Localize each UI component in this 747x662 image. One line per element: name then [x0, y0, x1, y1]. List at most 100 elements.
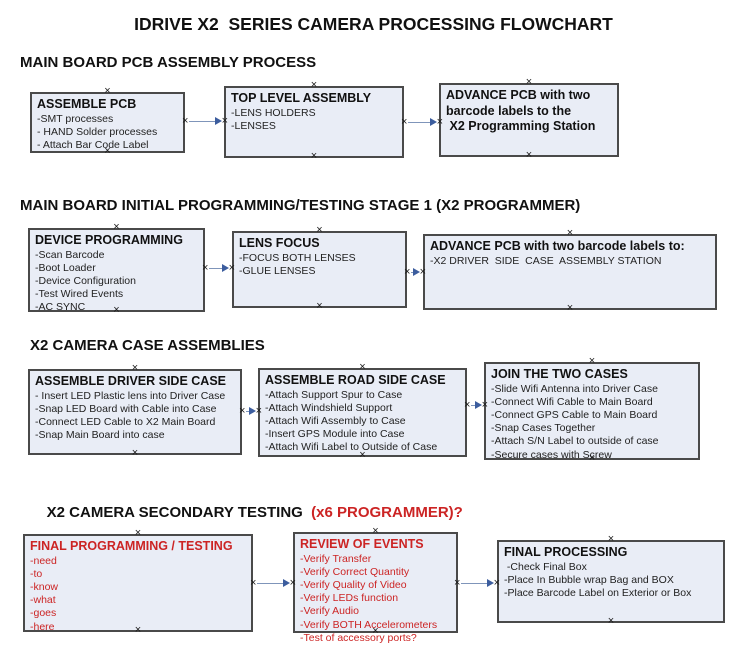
box-line: -Attach Wifi Label to Outside of Case: [265, 441, 438, 454]
box-lines: -need-to-know-what-goes-here: [30, 555, 246, 634]
arrow-shaft: [209, 267, 222, 269]
box-lines: -LENS HOLDERS-LENSES: [231, 107, 397, 133]
box-line: -Scan Barcode: [35, 248, 105, 261]
connection-handle-icon: ×: [436, 115, 443, 128]
box-title: REVIEW OF EVENTS: [300, 537, 424, 551]
box-line: -Check Final Box: [504, 560, 587, 573]
arrow-shaft: [471, 404, 475, 406]
box-line: -Attach Windshield Support: [265, 401, 393, 414]
arrow-head-icon: [486, 579, 494, 587]
arrow-head-icon: [248, 407, 256, 415]
box-lines: -X2 DRIVER SIDE CASE ASSEMBLY STATION: [430, 255, 710, 268]
page-title: IDRIVE X2 SERIES CAMERA PROCESSING FLOWC…: [134, 14, 613, 34]
box-line: -Verify BOTH Accelerometers: [300, 618, 438, 631]
flow-box-assemble-road-side-case: ASSEMBLE ROAD SIDE CASE -Attach Support …: [258, 368, 467, 457]
section-header-red-part: (x6 PROGRAMMER)?: [302, 504, 463, 521]
connector-arrow: × ×: [401, 116, 443, 128]
connection-handle-icon: ×: [255, 404, 262, 417]
flow-box-assemble-pcb: ASSEMBLE PCB -SMT processes- HAND Solder…: [30, 92, 185, 153]
flow-box-final-programming-testing: FINAL PROGRAMMING / TESTING -need-to-kno…: [23, 534, 253, 634]
box-line: -Slide Wifi Antenna into Driver Case: [491, 382, 658, 395]
connection-handle-icon: ×: [221, 114, 228, 127]
arrow-shaft: [411, 271, 413, 273]
arrow-shaft: [189, 120, 215, 122]
connector-arrow: × ×: [182, 115, 228, 127]
box-line: -AC SYNC: [35, 301, 86, 314]
arrow-shaft: [246, 410, 249, 412]
box-line: -Verify Correct Quantity: [300, 565, 410, 578]
box-line: -Test Wired Events: [35, 288, 124, 301]
box-line: -Place Barcode Label on Exterior or Box: [504, 586, 692, 599]
box-title: ADVANCE PCB with two barcode labels to t…: [446, 88, 596, 133]
box-title: ADVANCE PCB with two barcode labels to:: [430, 239, 685, 253]
section-header-pcb-assembly: MAIN BOARD PCB ASSEMBLY PROCESS: [20, 54, 317, 71]
box-line: -Connect LED Cable to X2 Main Board: [35, 415, 216, 428]
connection-handle-icon: ×: [202, 261, 209, 274]
box-line: -Verify Quality of Video: [300, 578, 407, 591]
box-line: -goes: [30, 607, 57, 620]
connection-handle-icon: ×: [250, 576, 257, 589]
connection-handle-icon: ×: [404, 265, 411, 278]
section-header-initial-programming: MAIN BOARD INITIAL PROGRAMMING/TESTING S…: [20, 197, 581, 214]
connection-handle-icon: ×: [481, 398, 488, 411]
box-line: -here: [30, 620, 55, 633]
box-line: -Boot Loader: [35, 261, 96, 274]
box-line: -LENSES: [231, 119, 276, 132]
arrow-shaft: [461, 582, 487, 584]
box-title: ASSEMBLE DRIVER SIDE CASE: [35, 374, 227, 388]
box-title: JOIN THE TWO CASES: [491, 367, 628, 381]
flow-box-review-of-events: REVIEW OF EVENTS -Verify Transfer-Verify…: [293, 532, 458, 644]
arrow-shaft: [257, 582, 283, 584]
connector-arrow: × ×: [202, 262, 235, 274]
box-line: -Snap Cases Together: [491, 422, 596, 435]
box-line: -Connect Wifi Cable to Main Board: [491, 395, 653, 408]
box-title: DEVICE PROGRAMMING: [35, 233, 183, 247]
box-lines: -Check Final Box-Place In Bubble wrap Ba…: [504, 561, 718, 601]
box-line: -Verify Audio: [300, 605, 359, 618]
section-header-secondary-testing: X2 CAMERA SECONDARY TESTING (x6 PROGRAMM…: [30, 487, 463, 538]
box-line: -Attach S/N Label to outside of case: [491, 435, 659, 448]
box-line: -SMT processes: [37, 112, 114, 125]
box-line: -Secure cases with Screw: [491, 448, 612, 461]
box-line: -X2 DRIVER SIDE CASE ASSEMBLY STATION: [430, 254, 662, 267]
box-line: -what: [30, 594, 56, 607]
box-line: -Verify LEDs function: [300, 592, 399, 605]
flow-box-lens-focus: LENS FOCUS -FOCUS BOTH LENSES-GLUE LENSE…: [232, 231, 407, 308]
connector-arrow: × ×: [464, 399, 488, 411]
box-lines: -Slide Wifi Antenna into Driver Case-Con…: [491, 383, 693, 462]
arrow-head-icon: [221, 264, 229, 272]
connection-handle-icon: ×: [228, 261, 235, 274]
box-lines: - Insert LED Plastic lens into Driver Ca…: [35, 390, 235, 443]
box-line: - HAND Solder processes: [37, 125, 158, 138]
box-lines: -Attach Support Spur to Case-Attach Wind…: [265, 389, 460, 455]
box-line: -know: [30, 580, 59, 593]
box-title: FINAL PROGRAMMING / TESTING: [30, 539, 233, 553]
arrow-head-icon: [214, 117, 222, 125]
connection-handle-icon: ×: [401, 115, 408, 128]
box-title: ASSEMBLE ROAD SIDE CASE: [265, 373, 446, 387]
arrow-head-icon: [474, 401, 482, 409]
connection-handle-icon: ×: [239, 404, 246, 417]
box-line: -Place In Bubble wrap Bag and BOX: [504, 573, 674, 586]
box-line: -Attach Wifi Assembly to Case: [265, 414, 406, 427]
box-line: -FOCUS BOTH LENSES: [239, 251, 356, 264]
box-lines: -Scan Barcode-Boot Loader-Device Configu…: [35, 249, 198, 315]
box-line: -Attach Support Spur to Case: [265, 388, 403, 401]
flow-box-advance-pcb-programming-station: ADVANCE PCB with two barcode labels to t…: [439, 83, 619, 157]
box-line: -need: [30, 554, 57, 567]
box-line: - Attach Bar Code Label: [37, 138, 149, 151]
box-line: -LENS HOLDERS: [231, 106, 316, 119]
box-lines: -SMT processes- HAND Solder processes- A…: [37, 113, 178, 153]
box-line: -Test of accessory ports?: [300, 631, 417, 644]
section-header-case-assemblies: X2 CAMERA CASE ASSEMBLIES: [30, 337, 265, 354]
connection-handle-icon: ×: [454, 576, 461, 589]
box-line: -Snap LED Board with Cable into Case: [35, 402, 217, 415]
connector-arrow: × ×: [239, 405, 262, 417]
box-line: -Connect GPS Cable to Main Board: [491, 408, 658, 421]
box-line: -to: [30, 567, 43, 580]
section-header-black-part: X2 CAMERA SECONDARY TESTING: [46, 504, 303, 521]
arrow-head-icon: [429, 118, 437, 126]
box-line: - Insert LED Plastic lens into Driver Ca…: [35, 389, 226, 402]
connector-arrow: × ×: [404, 266, 426, 278]
